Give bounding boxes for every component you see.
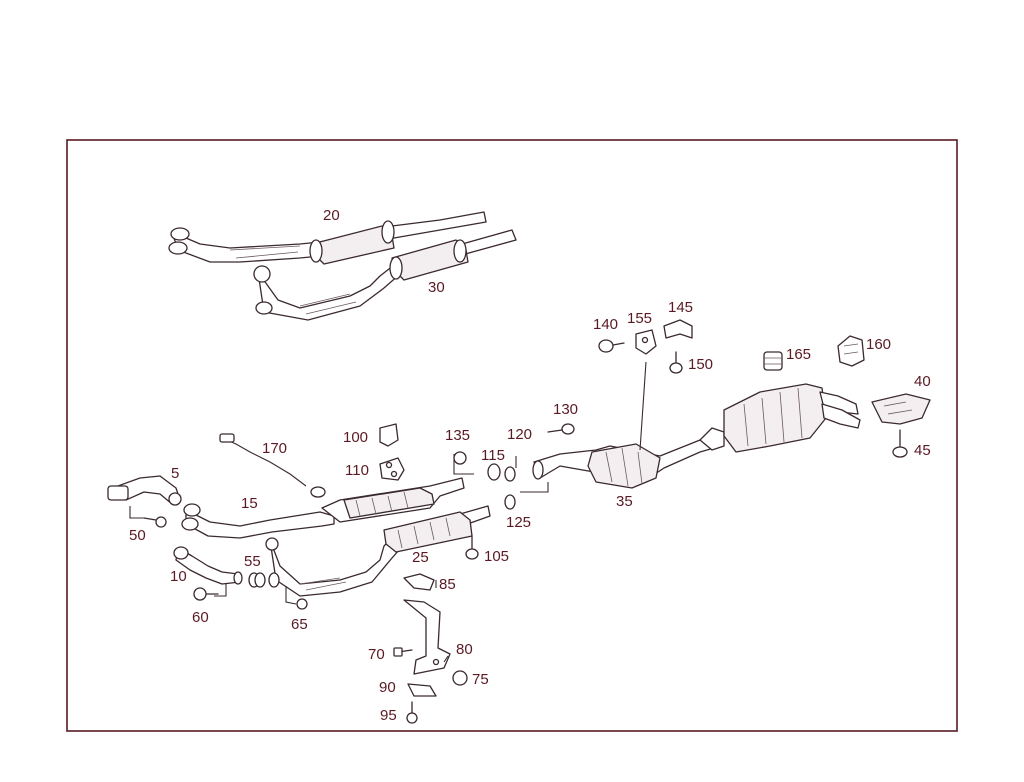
rear-muffler[interactable] <box>699 383 861 453</box>
callout-70: 70 <box>368 646 385 663</box>
part-110-rubber-mount[interactable] <box>379 457 405 481</box>
part-120-ring[interactable] <box>504 466 516 482</box>
callout-130: 130 <box>553 401 578 418</box>
callout-labels: 5 10 15 20 25 30 35 40 45 50 55 60 65 70… <box>129 207 931 724</box>
callout-115: 115 <box>481 447 505 464</box>
part-30-front-pipe-assembly[interactable] <box>253 229 517 321</box>
part-155-rubber-mount[interactable] <box>635 329 657 451</box>
part-55-ring[interactable] <box>248 572 266 588</box>
callout-165: 165 <box>786 346 811 363</box>
part-70-bolt[interactable] <box>393 647 413 657</box>
part-35-center-muffler[interactable] <box>532 435 715 489</box>
part-145-bracket[interactable] <box>663 319 693 339</box>
part-40-heat-shield[interactable] <box>871 393 931 425</box>
callout-50: 50 <box>129 527 146 544</box>
part-100-bracket[interactable] <box>379 423 399 447</box>
callout-35: 35 <box>616 493 633 510</box>
callout-135: 135 <box>445 427 470 444</box>
part-135-clamp[interactable] <box>453 451 467 465</box>
callout-25: 25 <box>412 549 429 566</box>
part-150-bolt[interactable] <box>669 351 683 374</box>
diagram-frame <box>66 139 958 732</box>
callout-5: 5 <box>171 465 179 482</box>
callout-95: 95 <box>380 707 397 724</box>
callout-125: 125 <box>506 514 531 531</box>
callout-140: 140 <box>593 316 618 333</box>
part-50-bolt[interactable] <box>143 516 167 528</box>
callout-10: 10 <box>170 568 187 585</box>
part-160-hanger[interactable] <box>837 335 865 367</box>
part-45-bolt[interactable] <box>892 429 908 458</box>
part-65-nut[interactable] <box>268 572 308 610</box>
part-165-rubber-buffer[interactable] <box>763 351 783 371</box>
callout-40: 40 <box>914 373 931 390</box>
part-140-bolt[interactable] <box>598 339 625 353</box>
callout-110: 110 <box>345 462 369 479</box>
callout-105: 105 <box>484 548 509 565</box>
callout-145: 145 <box>668 299 693 316</box>
part-105-bolt[interactable] <box>465 535 479 560</box>
part-80-support-bracket[interactable] <box>403 599 451 675</box>
part-25-pipe-with-catalyst[interactable] <box>265 505 491 597</box>
part-130-bolt[interactable] <box>547 423 575 435</box>
part-20-front-pipe-assembly[interactable] <box>168 211 487 265</box>
part-10-exhaust-pipe[interactable] <box>173 546 243 585</box>
part-95-bolt[interactable] <box>406 701 418 724</box>
callout-155: 155 <box>627 310 652 327</box>
callout-170: 170 <box>262 440 287 457</box>
leader-lines <box>129 454 549 663</box>
callout-65: 65 <box>291 616 308 633</box>
part-75-nut[interactable] <box>452 670 468 686</box>
callout-15: 15 <box>241 495 258 512</box>
callout-55: 55 <box>244 553 261 570</box>
part-5-exhaust-pipe[interactable] <box>107 475 182 506</box>
part-115-gasket[interactable] <box>487 463 501 481</box>
callout-60: 60 <box>192 609 209 626</box>
part-90-clip[interactable] <box>407 683 437 697</box>
part-170-oxygen-sensor[interactable] <box>219 433 326 498</box>
callout-120: 120 <box>507 426 532 443</box>
part-125-ring[interactable] <box>504 494 516 510</box>
callout-85: 85 <box>439 576 456 593</box>
callout-160: 160 <box>866 336 891 353</box>
part-85-bracket[interactable] <box>403 573 435 591</box>
part-15-exhaust-pipe[interactable] <box>181 503 335 539</box>
callout-30: 30 <box>428 279 445 296</box>
callout-20: 20 <box>323 207 340 224</box>
part-60-bolt[interactable] <box>193 587 219 601</box>
callout-75: 75 <box>472 671 489 688</box>
callout-150: 150 <box>688 356 713 373</box>
catalytic-converter-upper[interactable] <box>321 477 465 523</box>
callout-90: 90 <box>379 679 396 696</box>
callout-80: 80 <box>456 641 473 658</box>
callout-45: 45 <box>914 442 931 459</box>
callout-100: 100 <box>343 429 368 446</box>
